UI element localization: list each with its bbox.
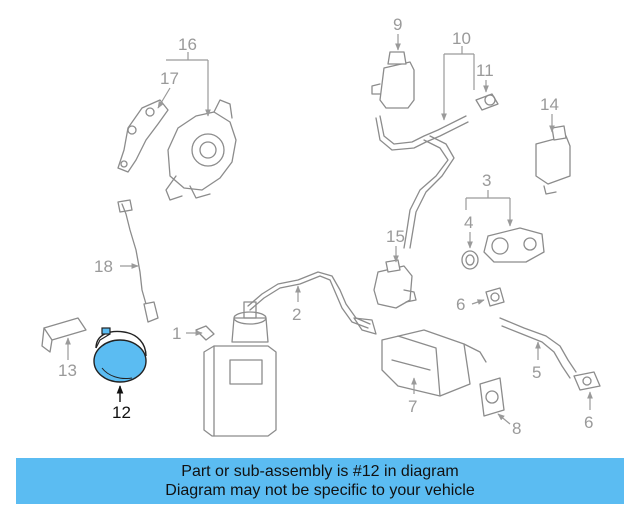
callout-15: 15 (386, 227, 405, 246)
part-14-solenoid (535, 125, 571, 195)
callout-4: 4 (464, 213, 473, 232)
callout-12: 12 (112, 403, 131, 422)
callout-6-upper: 6 (456, 295, 465, 314)
parts-diagram: 16 17 18 13 12 1 2 9 10 11 14 3 4 15 6 5… (41, 15, 601, 438)
part-9-valve (371, 51, 415, 109)
callout-1: 1 (172, 324, 181, 343)
part-4-oring (461, 250, 479, 270)
part-10-line (375, 115, 469, 249)
part-15-valve (373, 259, 417, 309)
callout-6-lower: 6 (584, 413, 593, 432)
callout-10: 10 (452, 29, 471, 48)
part-6-gasket-upper (485, 287, 505, 307)
callout-7: 7 (408, 397, 417, 416)
part-11-fitting (475, 93, 499, 111)
callout-18: 18 (94, 257, 113, 276)
part-13-heat-shield (41, 317, 87, 353)
callout-16: 16 (178, 35, 197, 54)
part-5-pipe (499, 317, 577, 379)
callout-3: 3 (482, 171, 491, 190)
callout-2: 2 (292, 305, 301, 324)
part-17-bracket (117, 99, 169, 173)
callout-13: 13 (58, 361, 77, 380)
notice-line-1: Part or sub-assembly is #12 in diagram (181, 463, 459, 480)
part-6-gasket-lower (573, 371, 601, 391)
part-16-pump-assembly (165, 99, 237, 201)
callout-8: 8 (512, 419, 521, 438)
callout-9: 9 (393, 15, 402, 34)
part-3-egr-valve (483, 227, 545, 263)
diagram-notice-banner: Part or sub-assembly is #12 in diagram D… (16, 458, 624, 504)
part-7-cooler (381, 329, 487, 397)
notice-line-2: Diagram may not be specific to your vehi… (165, 482, 475, 499)
part-18-sensor (117, 199, 159, 323)
callout-14: 14 (540, 95, 559, 114)
callout-11: 11 (476, 61, 494, 80)
part-1-canister (195, 301, 277, 437)
callout-17: 17 (160, 69, 179, 88)
part-8-gasket (479, 377, 505, 417)
part-2-hose (247, 271, 377, 335)
callout-5: 5 (532, 363, 541, 382)
part-12-highlighted (93, 327, 147, 383)
